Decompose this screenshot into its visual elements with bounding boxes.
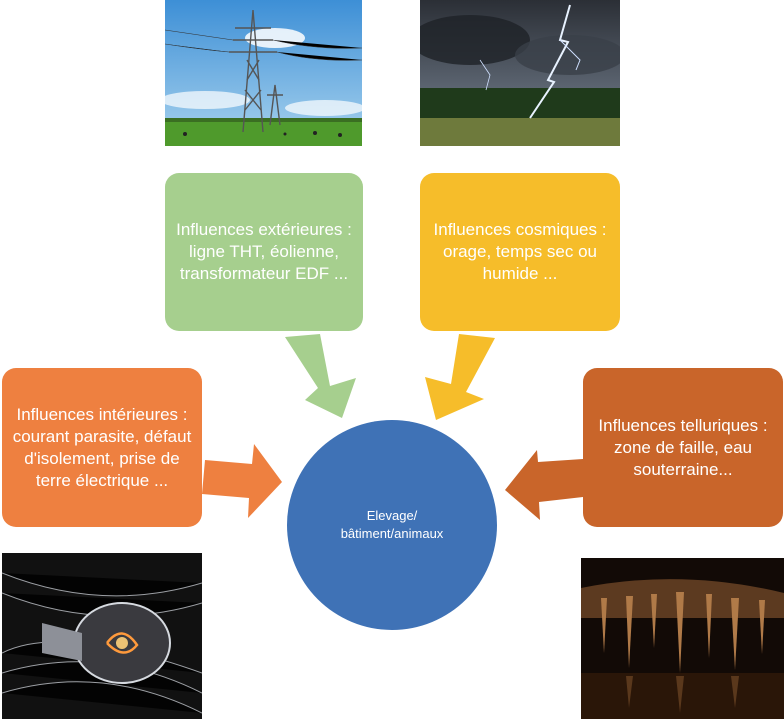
arrow-exterieures (285, 334, 356, 418)
arrow-cosmiques (425, 334, 495, 420)
center-label-line1: Elevage/ (366, 508, 418, 523)
cave-photo (581, 558, 784, 719)
box-influences-exterieures: Influences extérieures : ligne THT, éoli… (165, 173, 363, 331)
arrow-interieures (202, 444, 282, 518)
center-circle: Elevage/ bâtiment/animaux (287, 420, 497, 630)
box-telluriques-label: Influences telluriques : zone de faille,… (598, 415, 768, 479)
lightning-storm-photo (420, 0, 620, 146)
box-cosmiques-label: Influences cosmiques : orage, temps sec … (433, 220, 607, 283)
box-influences-cosmiques: Influences cosmiques : orage, temps sec … (420, 173, 620, 331)
box-influences-telluriques: Influences telluriques : zone de faille,… (583, 368, 783, 527)
arrow-telluriques (505, 450, 583, 520)
light-bulb-photo (2, 553, 202, 719)
box-influences-interieures: Influences intérieures : courant parasit… (2, 368, 202, 527)
box-exterieures-label: Influences extérieures : ligne THT, éoli… (176, 220, 352, 283)
power-line-photo (165, 0, 362, 146)
center-label-line2: bâtiment/animaux (340, 526, 444, 541)
box-interieures-label: Influences intérieures : courant parasit… (12, 404, 192, 490)
